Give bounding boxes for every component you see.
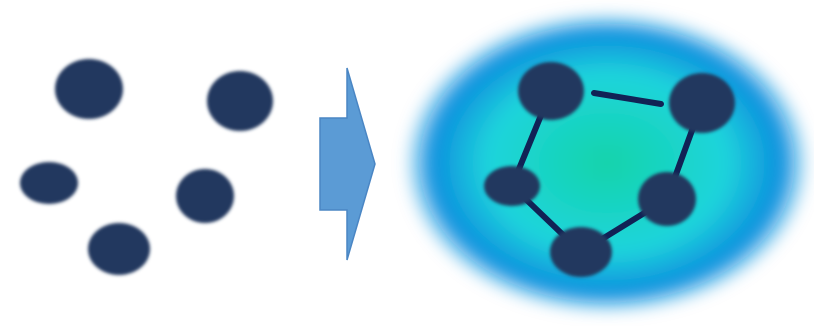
connected-node xyxy=(638,172,696,226)
connected-node xyxy=(518,62,584,120)
right-arrow-icon xyxy=(319,67,376,261)
unconnected-node xyxy=(55,59,123,119)
unconnected-nodes-group xyxy=(20,59,273,275)
connected-node xyxy=(669,73,735,133)
network-halo xyxy=(403,11,811,315)
connected-node xyxy=(550,227,612,277)
unconnected-node xyxy=(20,162,78,204)
connected-network-group xyxy=(403,11,811,315)
connected-node xyxy=(484,166,540,206)
unconnected-node xyxy=(207,71,273,131)
transition-arrow xyxy=(319,67,376,261)
connected-nodes xyxy=(484,62,735,277)
unconnected-node xyxy=(176,169,234,223)
unconnected-node xyxy=(88,223,150,275)
network-edge xyxy=(591,90,664,107)
